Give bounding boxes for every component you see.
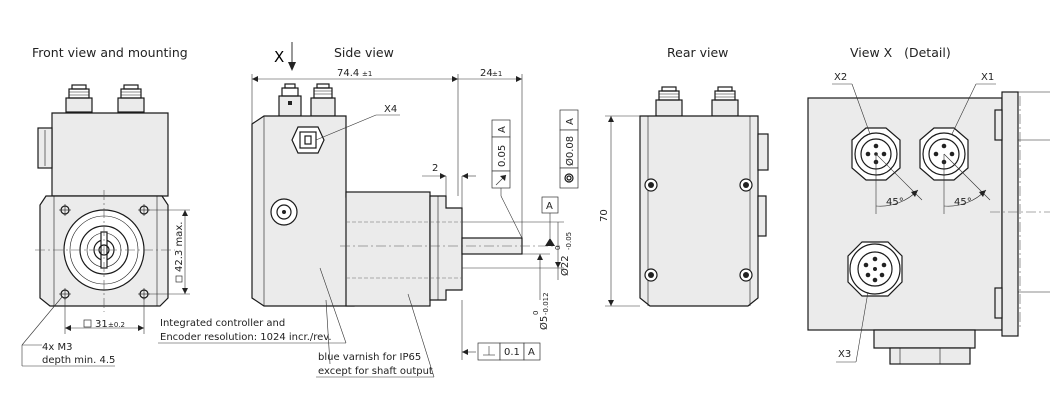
- view-x-marker: X: [274, 42, 296, 71]
- svg-text:70: 70: [599, 209, 610, 222]
- holes-leader: 4x M3 depth min. 4.5: [21, 296, 115, 367]
- svg-text:74.4: 74.4: [337, 68, 359, 79]
- dim-74-4: 74.4 ±1: [251, 68, 459, 196]
- svg-text:A: A: [528, 347, 535, 358]
- x1-label: X1: [951, 72, 996, 135]
- svg-text:except for shaft output: except for shaft output: [318, 366, 433, 377]
- svg-text:X2: X2: [834, 72, 847, 83]
- svg-text:4x M3: 4x M3: [42, 342, 72, 353]
- dim-24: 24 ±1: [458, 68, 523, 238]
- svg-text:A: A: [546, 201, 553, 212]
- x4-label: X4: [384, 104, 397, 115]
- svg-text:45°: 45°: [886, 197, 904, 208]
- side-connector-right: [310, 83, 336, 117]
- angle-x1: 45°: [943, 153, 991, 214]
- svg-text:0: 0: [554, 246, 562, 250]
- angle-x2: 45°: [875, 153, 923, 214]
- front-view-title: Front view and mounting: [32, 45, 188, 60]
- rear-view-title: Rear view: [667, 45, 728, 60]
- front-view: 42.3 max. 31 ±0.2 4x M3 depth min. 4.5: [21, 84, 190, 367]
- svg-text:blue varnish for IP65: blue varnish for IP65: [318, 352, 421, 363]
- svg-text:A: A: [497, 126, 508, 133]
- svg-text:0.05: 0.05: [497, 145, 508, 167]
- x3-connector: [847, 241, 903, 297]
- svg-text:X1: X1: [981, 72, 994, 83]
- svg-text:0: 0: [532, 311, 540, 315]
- perpendicularity-frame: 0.1 A: [461, 300, 541, 361]
- front-connector-right: [117, 84, 145, 113]
- rear-screws: [644, 178, 753, 282]
- datum-a: A: [541, 196, 559, 246]
- svg-text:X: X: [274, 48, 284, 66]
- dim-dia-5: Ø5 0 -0.012: [522, 253, 550, 330]
- side-view-title: Side view: [334, 45, 394, 60]
- varnish-callout: blue varnish for IP65 except for shaft o…: [316, 293, 435, 378]
- svg-text:±0.2: ±0.2: [108, 321, 125, 329]
- x4-connector: [291, 126, 325, 154]
- svg-text:Ø0.08: Ø0.08: [564, 136, 576, 166]
- controller-callout: Integrated controller and Encoder resolu…: [158, 267, 347, 344]
- dim-70: 70: [599, 115, 640, 307]
- x2-label: X2: [832, 72, 871, 135]
- svg-text:31: 31: [95, 319, 108, 330]
- svg-text:42.3 max.: 42.3 max.: [174, 222, 185, 272]
- svg-text:depth min. 4.5: depth min. 4.5: [42, 355, 115, 366]
- svg-text:±1: ±1: [362, 70, 372, 78]
- dim-2: 2: [422, 163, 476, 208]
- svg-text:±1: ±1: [492, 70, 502, 78]
- svg-text:A: A: [565, 118, 576, 125]
- svg-text:Ø5: Ø5: [538, 316, 550, 330]
- side-view: X4 74.4 ±1 24 ±1 2: [158, 68, 579, 378]
- dim-42-3: 42.3 max.: [148, 209, 190, 295]
- svg-text:-0.05: -0.05: [565, 232, 573, 250]
- x3-label: X3: [836, 291, 869, 363]
- rear-view: 70: [599, 86, 769, 307]
- detail-view: 45° 45° X2 X1 X3: [807, 72, 1050, 365]
- dim-31: 31 ±0.2: [64, 298, 145, 334]
- front-connector-left: [65, 84, 93, 113]
- side-connector-left: [278, 83, 302, 117]
- svg-text:X3: X3: [838, 349, 851, 360]
- svg-text:Integrated controller and: Integrated controller and: [160, 318, 285, 329]
- rear-connector-right: [711, 86, 739, 117]
- svg-text:-0.012: -0.012: [542, 292, 550, 315]
- runout-frame: A 0.05: [491, 119, 523, 239]
- svg-text:2: 2: [432, 163, 438, 174]
- svg-text:Encoder resolution: 1024 incr.: Encoder resolution: 1024 incr./rev.: [160, 332, 332, 343]
- rear-connector-left: [655, 86, 683, 117]
- svg-text:45°: 45°: [954, 197, 972, 208]
- svg-text:0.1: 0.1: [504, 347, 520, 358]
- dim-dia-22: Ø22 0 -0.05: [462, 221, 573, 280]
- svg-text:24: 24: [480, 68, 493, 79]
- concentricity-frame: A Ø0.08: [559, 109, 579, 189]
- svg-text:Ø22: Ø22: [559, 255, 571, 276]
- detail-view-title: View X (Detail): [850, 45, 951, 60]
